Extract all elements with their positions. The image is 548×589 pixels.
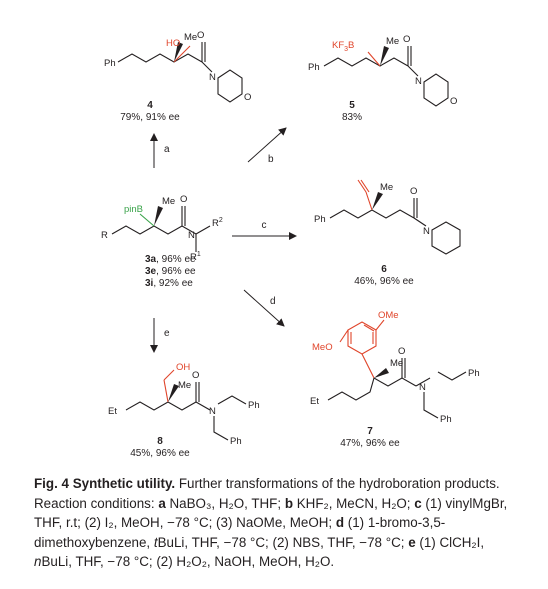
condition-e-rest: BuLi, THF, −78 °C; (2) H₂O₂, NaOH, MeOH,… bbox=[41, 554, 335, 570]
phenyl-label: Ph bbox=[248, 400, 260, 411]
r2-label: R2 bbox=[212, 217, 223, 229]
compound-5-yield: 83% bbox=[342, 112, 362, 123]
condition-d: (1) 1-bromo-3,5-dimethoxybenzene, bbox=[34, 515, 446, 550]
methyl-label: Me bbox=[178, 380, 191, 391]
condition-d-rest: BuLi, THF, −78 °C; (2) NBS, THF, −78 °C; bbox=[157, 534, 409, 550]
methyl-label: Me bbox=[390, 358, 403, 369]
compound-5-structure bbox=[323, 46, 449, 107]
compound-6-number: 6 bbox=[381, 264, 387, 275]
methyl-label: Me bbox=[184, 32, 197, 43]
condition-b-label: b bbox=[284, 495, 293, 511]
carbonyl-oxygen-label: O bbox=[197, 30, 204, 41]
caption-title: Fig. 4 Synthetic utility. bbox=[34, 476, 176, 491]
condition-e-italic: n bbox=[34, 554, 42, 570]
phenyl-label: Ph bbox=[308, 62, 320, 73]
compound-8-structure bbox=[125, 369, 247, 441]
phenyl-label: Ph bbox=[440, 414, 452, 425]
pinb-label: pinB bbox=[124, 204, 143, 215]
carbonyl-oxygen-label: O bbox=[398, 346, 405, 357]
amide-nitrogen-label: N bbox=[209, 406, 216, 417]
compound-4-yield: 79%, 91% ee bbox=[120, 112, 180, 123]
arrow-c-label: c bbox=[262, 220, 267, 231]
start-line-3: 3i, 92% ee bbox=[145, 278, 193, 289]
amide-nitrogen-label: N bbox=[415, 76, 422, 87]
carbonyl-oxygen-label: O bbox=[403, 34, 410, 45]
phenyl-label: Ph bbox=[314, 214, 326, 225]
trifluoroborate-label: KF3B bbox=[332, 40, 354, 53]
morpholine-oxygen-label: O bbox=[244, 92, 251, 103]
methyl-label: Me bbox=[162, 196, 175, 207]
phenyl-label: Ph bbox=[104, 58, 116, 69]
compound-8-number: 8 bbox=[157, 436, 163, 447]
arrow-e-label: e bbox=[164, 328, 170, 339]
methoxy-label: OMe bbox=[378, 310, 399, 321]
start-line-1: 3a, 96% ee bbox=[145, 254, 196, 265]
methyl-label: Me bbox=[386, 36, 399, 47]
compound-7-structure bbox=[327, 319, 467, 419]
r-group-label: R bbox=[101, 230, 108, 241]
hydroxyl-label: HO bbox=[166, 38, 180, 49]
arrow-a-label: a bbox=[164, 144, 170, 155]
compound-6-yield: 46%, 96% ee bbox=[354, 276, 414, 287]
compound-4-number: 4 bbox=[147, 100, 153, 111]
compound-8-yield: 45%, 96% ee bbox=[130, 448, 190, 459]
r1-label: R1 bbox=[190, 251, 201, 263]
amide-nitrogen-label: N bbox=[419, 382, 426, 393]
carbonyl-oxygen-label: O bbox=[180, 194, 187, 205]
ethyl-label: Et bbox=[108, 406, 117, 417]
condition-a-label: a bbox=[158, 495, 166, 511]
caption-text: Further transformations of the hydrobora… bbox=[34, 476, 500, 511]
hydroxyl-label: OH bbox=[176, 362, 190, 373]
arrow-b-label: b bbox=[268, 154, 274, 165]
amide-nitrogen-label: N bbox=[423, 226, 430, 237]
compound-5-number: 5 bbox=[349, 100, 355, 111]
compound-7-number: 7 bbox=[367, 426, 373, 437]
compound-4-structure bbox=[117, 42, 243, 103]
carbonyl-oxygen-label: O bbox=[410, 186, 417, 197]
condition-e: (1) ClCH₂I, bbox=[415, 534, 485, 550]
arrow-d bbox=[243, 289, 285, 327]
arrow-d-label: d bbox=[270, 296, 276, 307]
compound-7-yield: 47%, 96% ee bbox=[340, 438, 400, 449]
figure-caption: Fig. 4 Synthetic utility. Further transf… bbox=[34, 474, 518, 572]
amide-nitrogen-label: N bbox=[209, 72, 216, 83]
condition-b: KHF₂, MeCN, H₂O; bbox=[293, 495, 415, 511]
starting-material-structure bbox=[111, 206, 211, 252]
phenyl-label: Ph bbox=[230, 436, 242, 447]
amide-nitrogen-label: N bbox=[188, 230, 195, 241]
morpholine-oxygen-label: O bbox=[450, 96, 457, 107]
condition-a: NaBO₃, H₂O, THF; bbox=[165, 495, 285, 511]
reaction-scheme: Ph HO Me O N O 4 79%, 91% ee Ph KF3B Me … bbox=[101, 30, 480, 459]
methyl-label: Me bbox=[380, 182, 393, 193]
carbonyl-oxygen-label: O bbox=[192, 370, 199, 381]
methoxy-label: MeO bbox=[312, 342, 333, 353]
condition-d-label: d bbox=[335, 515, 345, 531]
ethyl-label: Et bbox=[310, 396, 319, 407]
phenyl-label: Ph bbox=[468, 368, 480, 379]
compound-6-structure bbox=[329, 179, 461, 255]
condition-c: (1) vinylMgBr, THF, r.t; (2) I₂, MeOH, −… bbox=[34, 495, 508, 531]
condition-e-label: e bbox=[408, 534, 416, 550]
condition-d-italic: t bbox=[153, 534, 158, 550]
arrow-b bbox=[247, 127, 287, 163]
condition-c-label: c bbox=[414, 495, 422, 511]
start-line-2: 3e, 96% ee bbox=[145, 266, 196, 277]
